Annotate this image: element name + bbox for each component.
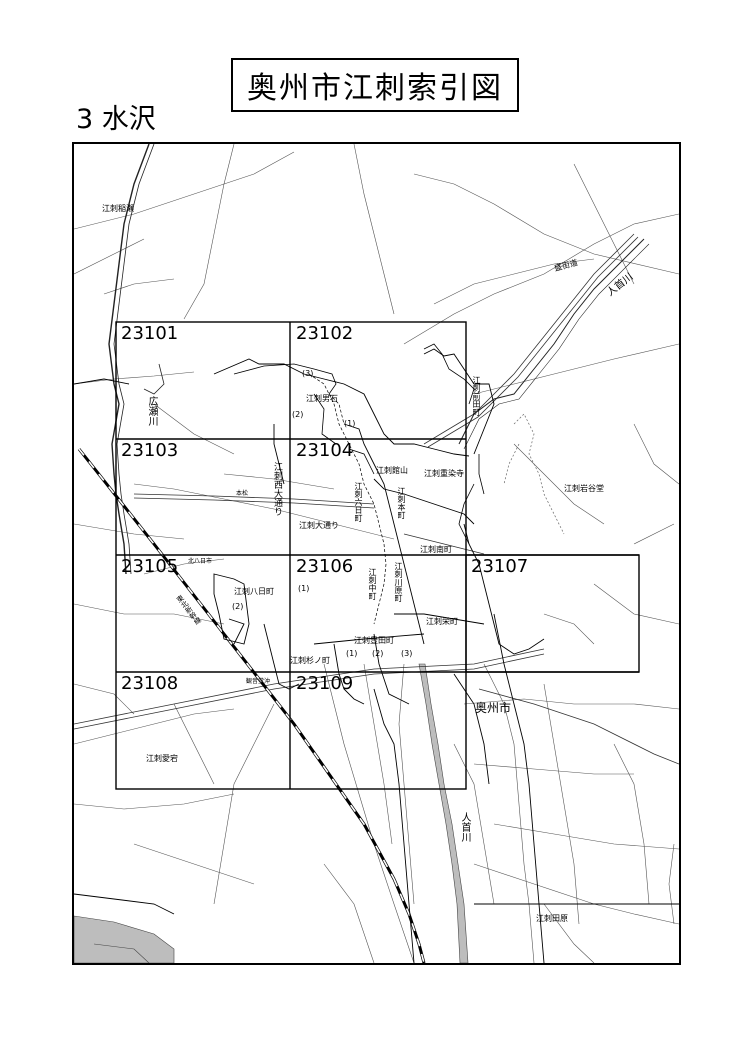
river-hirose: 広瀬川 bbox=[146, 396, 157, 426]
place-toyoda: 江刺豊田町 bbox=[354, 636, 394, 645]
tile-23101[interactable]: 23101 bbox=[121, 323, 179, 344]
place-iwayado: 江刺岩谷堂 bbox=[564, 484, 604, 493]
place-tateyama: 江刺館山 bbox=[376, 466, 408, 475]
city-label: 奥州市 bbox=[475, 701, 512, 715]
road-kannon: 観音堂沖 bbox=[246, 678, 271, 685]
page-title: 奥州市江刺索引図 bbox=[231, 58, 519, 112]
place-yoka: 江刺八日町 bbox=[234, 587, 274, 596]
place-nishiodori: 江刺西大通り bbox=[272, 462, 282, 516]
place-inase: 江刺稲瀬 bbox=[102, 204, 134, 213]
road-kitayoka: 北八日市 bbox=[188, 558, 213, 565]
tile-23108[interactable]: 23108 bbox=[121, 673, 179, 694]
place-naka: 江刺中町 bbox=[368, 568, 377, 600]
place-kawahara: 江刺川原町 bbox=[394, 562, 403, 602]
place-sakae: 江刺栄町 bbox=[426, 617, 458, 626]
place-atago: 江刺愛宕 bbox=[146, 754, 178, 763]
place-otokoishi: 江刺男石 bbox=[306, 394, 338, 403]
road-honmatsu: 本松 bbox=[236, 490, 249, 497]
label-n1-top: (1) bbox=[344, 419, 356, 428]
label-n2-toyoda: (2) bbox=[372, 649, 384, 658]
place-tahara: 江刺田原 bbox=[536, 914, 568, 923]
tile-23107[interactable]: 23107 bbox=[471, 556, 529, 577]
label-n1-toyoda: (1) bbox=[346, 649, 358, 658]
tile-23109[interactable]: 23109 bbox=[296, 673, 354, 694]
label-n3-toyoda: (3) bbox=[401, 649, 413, 658]
label-n1-mid: (1) bbox=[298, 584, 310, 593]
place-muika: 江刺六日町 bbox=[354, 482, 363, 522]
label-n3-top: (3) bbox=[302, 369, 314, 378]
label-n2-top: (2) bbox=[292, 410, 304, 419]
river-hitokabe-bottom: 人首川 bbox=[459, 812, 470, 842]
tile-23102[interactable]: 23102 bbox=[296, 323, 354, 344]
tile-23104[interactable]: 23104 bbox=[296, 440, 354, 461]
place-suginomachi: 江刺杉ノ町 bbox=[290, 656, 330, 665]
map-lines bbox=[74, 144, 679, 963]
place-hon: 江刺本町 bbox=[397, 487, 406, 519]
label-n2-yoka: (2) bbox=[232, 602, 244, 611]
index-map: 23101 23102 23103 23104 23105 23106 2310… bbox=[72, 142, 681, 965]
tile-23107-frame bbox=[465, 554, 640, 673]
place-juuroku: 江刺重染寺 bbox=[424, 469, 464, 478]
tile-23103[interactable]: 23103 bbox=[121, 440, 179, 461]
place-minami: 江刺南町 bbox=[420, 545, 452, 554]
tile-23106[interactable]: 23106 bbox=[296, 556, 354, 577]
area-subtitle: 3 水沢 bbox=[76, 104, 156, 135]
place-odori: 江刺大通り bbox=[299, 521, 339, 530]
place-maeda: 江刺前田町 bbox=[472, 376, 481, 416]
tile-23105[interactable]: 23105 bbox=[121, 556, 179, 577]
